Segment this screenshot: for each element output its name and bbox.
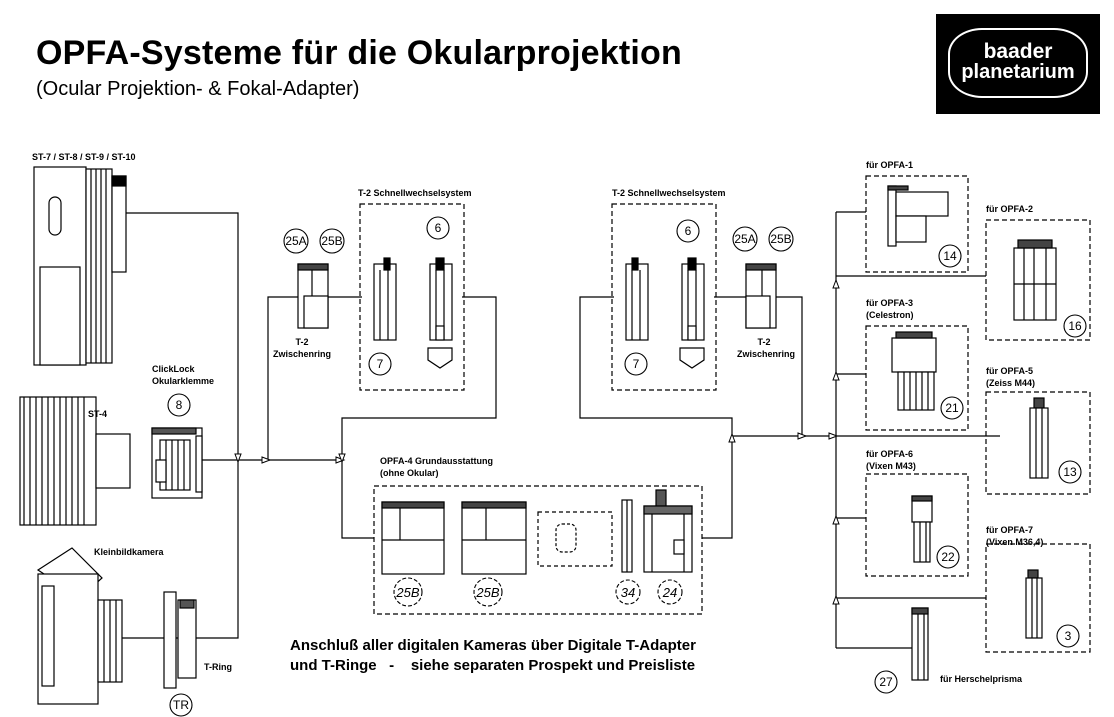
part-number-circles <box>167 216 1087 717</box>
part-25b-left: 25B <box>321 234 342 248</box>
label-t-ring: T-Ring <box>204 662 232 672</box>
label-t2-system-right: T-2 Schnellwechselsystem <box>612 188 726 198</box>
part-16: 16 <box>1068 319 1082 333</box>
label-opfa1: für OPFA-1 <box>866 160 913 170</box>
opfa7-box <box>985 543 1091 653</box>
label-clicklock-2: Okularklemme <box>152 376 214 386</box>
opfa3-box <box>865 325 969 431</box>
opfa2-box <box>985 219 1091 341</box>
label-clicklock-1: ClickLock <box>152 364 196 374</box>
herschel-adapter-icon <box>911 607 929 681</box>
label-kleinbildkamera: Kleinbildkamera <box>94 547 165 557</box>
part-27: 27 <box>879 675 893 689</box>
part-6-right: 6 <box>685 224 692 238</box>
part-3: 3 <box>1065 629 1072 643</box>
part-7-left: 7 <box>377 357 384 371</box>
label-opfa7-2: (Vixen M36,4) <box>986 537 1043 547</box>
label-opfa3-2: (Celestron) <box>866 310 914 320</box>
label-opfa4-2: (ohne Okular) <box>380 468 439 478</box>
page-subtitle: (Ocular Projektion- & Fokal-Adapter) <box>36 78 360 100</box>
label-t2-ring-left-1: T-2 <box>295 337 308 347</box>
t2-quick-changer-left-icon <box>373 257 453 369</box>
label-st4: ST-4 <box>88 409 107 419</box>
t2-zwischenring-left-icon <box>297 263 329 329</box>
part-25b-right: 25B <box>770 232 791 246</box>
t2-system-right-box <box>611 203 717 391</box>
part-25a-right: 25A <box>734 232 755 246</box>
t2-system-left-box <box>359 203 465 391</box>
connection-lines <box>98 211 1000 649</box>
part-25b-opfa4-b: 25B <box>475 585 499 600</box>
logo-frame <box>948 28 1088 98</box>
st-camera-icon <box>33 166 127 366</box>
note-line-1: Anschluß aller digitalen Kameras über Di… <box>290 637 696 654</box>
t2-quick-changer-right-icon <box>625 257 705 369</box>
part-7-right: 7 <box>633 357 640 371</box>
page-title: OPFA-Systeme für die Okularprojektion <box>36 34 682 72</box>
part-22: 22 <box>941 550 955 564</box>
clicklock-clamp-icon <box>151 427 203 499</box>
part-6-left: 6 <box>435 221 442 235</box>
flow-arrows <box>234 278 840 605</box>
opfa6-adapter-icon <box>911 495 933 563</box>
part-tr: TR <box>173 698 189 712</box>
label-opfa3-1: für OPFA-3 <box>866 298 913 308</box>
label-t2-ring-right-1: T-2 <box>757 337 770 347</box>
st4-camera-icon <box>19 396 131 526</box>
opfa6-box <box>865 473 969 577</box>
label-opfa6-2: (Vixen M43) <box>866 461 916 471</box>
label-t2-ring-left-2: Zwischenring <box>273 349 331 359</box>
part-25b-opfa4-a: 25B <box>395 585 419 600</box>
opfa1-adapter-icon <box>887 185 949 247</box>
opfa5-adapter-icon <box>1029 397 1049 479</box>
label-opfa5-1: für OPFA-5 <box>986 366 1033 376</box>
label-st-series: ST-7 / ST-8 / ST-9 / ST-10 <box>32 152 136 162</box>
part-21: 21 <box>945 401 959 415</box>
part-13: 13 <box>1063 465 1077 479</box>
part-24: 24 <box>662 585 677 600</box>
opfa1-box <box>865 175 969 273</box>
label-t2-system-left: T-2 Schnellwechselsystem <box>358 188 472 198</box>
opfa7-adapter-icon <box>1025 569 1043 639</box>
label-opfa2: für OPFA-2 <box>986 204 1033 214</box>
label-herschel: für Herschelprisma <box>940 674 1023 684</box>
label-t2-ring-right-2: Zwischenring <box>737 349 795 359</box>
opfa4-box <box>373 485 703 615</box>
part-8: 8 <box>176 398 183 412</box>
label-opfa7-1: für OPFA-7 <box>986 525 1033 535</box>
part-14: 14 <box>943 249 957 263</box>
label-opfa5-2: (Zeiss M44) <box>986 378 1035 388</box>
kleinbild-camera-icon <box>36 547 123 705</box>
opfa2-adapter-icon <box>1013 239 1057 321</box>
label-opfa6-1: für OPFA-6 <box>866 449 913 459</box>
part-25a-left: 25A <box>285 234 306 248</box>
baader-logo: baader planetarium <box>936 14 1100 114</box>
t-ring-icon <box>163 591 197 689</box>
opfa3-adapter-icon <box>891 331 937 411</box>
opfa4-parts-icons <box>381 489 693 575</box>
t2-zwischenring-right-icon <box>745 263 777 329</box>
logo-line-1: baader <box>983 40 1053 63</box>
logo-line-2: planetarium <box>961 61 1075 83</box>
label-opfa4-1: OPFA-4 Grundausstattung <box>380 456 493 466</box>
note-line-2: und T-Ringe - siehe separaten Prospekt u… <box>290 657 695 674</box>
part-34: 34 <box>621 585 635 600</box>
dashed-boxes <box>359 175 1091 653</box>
opfa5-box <box>985 391 1091 495</box>
